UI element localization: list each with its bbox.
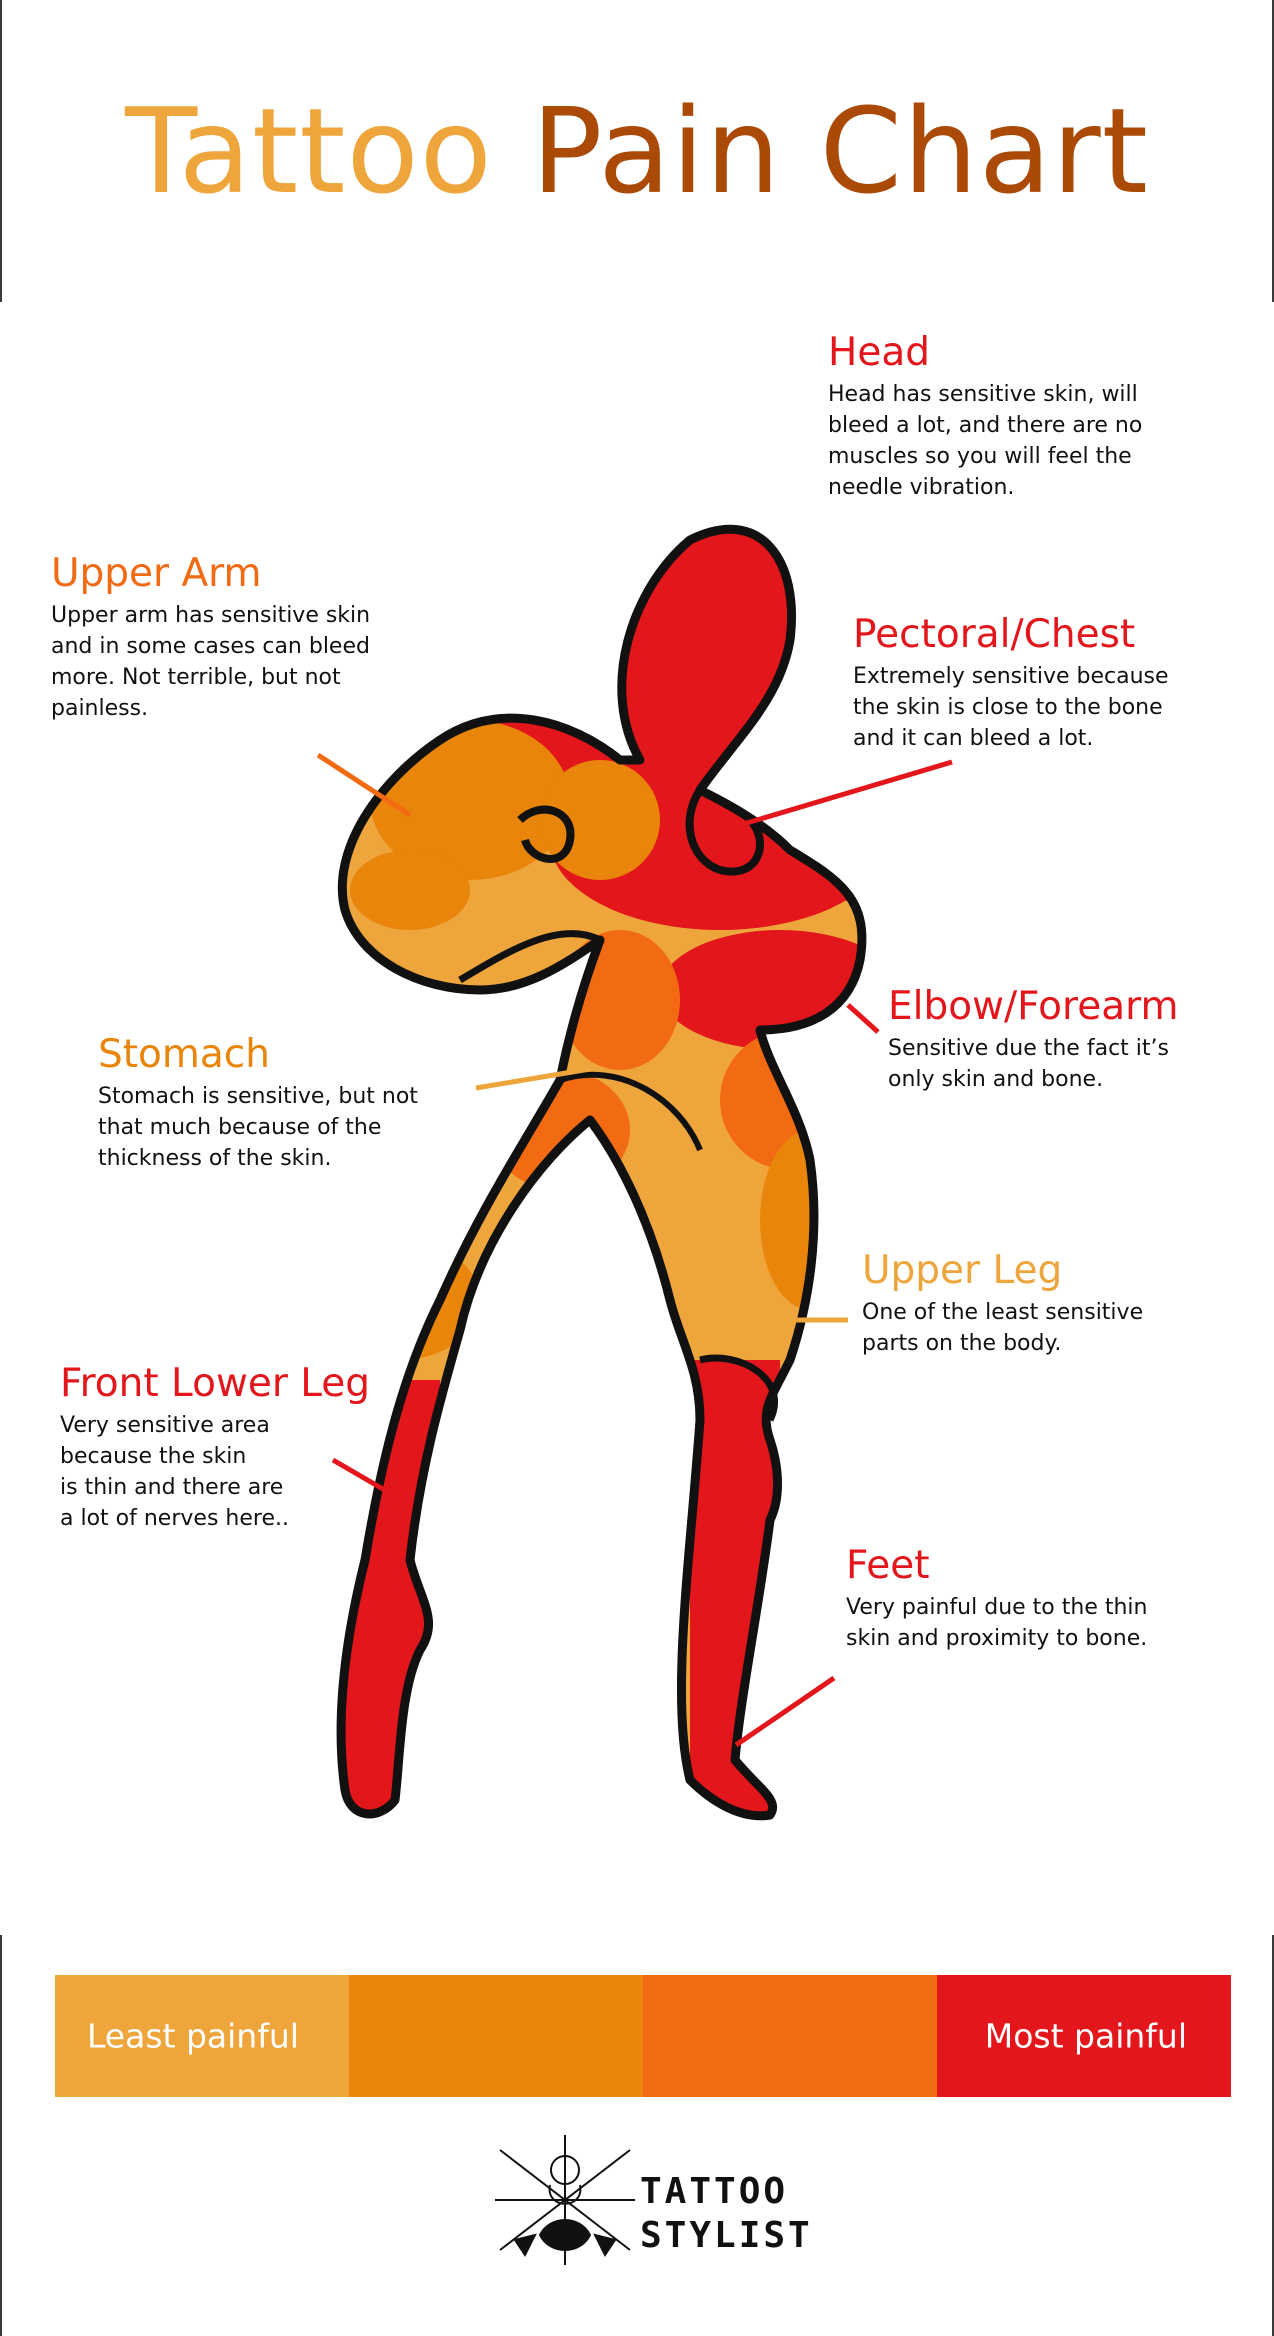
page-title: Tattoo Pain Chart bbox=[0, 92, 1274, 210]
pain-scale: Least painful Most painful bbox=[55, 1975, 1231, 2097]
callout-stomach: Stomach Stomach is sensitive, but not th… bbox=[98, 1032, 418, 1174]
callout-upper-leg-title: Upper Leg bbox=[862, 1248, 1063, 1293]
tattoo-stylist-logo: TATTOO STYLIST bbox=[490, 2130, 810, 2270]
callout-upper-arm-text: Upper arm has sensitive skin and in some… bbox=[51, 602, 371, 721]
callout-stomach-title: Stomach bbox=[98, 1032, 270, 1077]
scale-label-least: Least painful bbox=[87, 2016, 299, 2056]
scale-label-most: Most painful bbox=[984, 2016, 1187, 2056]
frame-line-top-right bbox=[1272, 0, 1274, 302]
callout-stomach-text: Stomach is sensitive, but not that much … bbox=[98, 1083, 418, 1171]
callout-head-text: Head has sensitive skin, will bleed a lo… bbox=[828, 381, 1143, 500]
callout-pectoral-chest-title: Pectoral/Chest bbox=[853, 612, 1136, 657]
callout-elbow-forearm-title: Elbow/Forearm bbox=[888, 984, 1179, 1029]
scale-segment-most: Most painful bbox=[937, 1975, 1231, 2097]
scale-segment-least: Least painful bbox=[55, 1975, 349, 2097]
callout-feet-title: Feet bbox=[846, 1543, 930, 1588]
logo-line-2: STYLIST bbox=[640, 2215, 813, 2256]
callout-upper-leg-text: One of the least sensitive parts on the … bbox=[862, 1299, 1144, 1356]
callout-pectoral-chest: Pectoral/Chest Extremely sensitive becau… bbox=[853, 612, 1169, 754]
logo-text: TATTOO STYLIST bbox=[640, 2170, 813, 2258]
callout-head-title: Head bbox=[828, 330, 930, 375]
callout-head: Head Head has sensitive skin, will bleed… bbox=[828, 330, 1143, 503]
callout-feet-text: Very painful due to the thin skin and pr… bbox=[846, 1594, 1148, 1651]
frame-line-bottom-right bbox=[1272, 1935, 1274, 2336]
title-word-tattoo: Tattoo bbox=[125, 82, 493, 220]
callout-upper-arm: Upper Arm Upper arm has sensitive skin a… bbox=[51, 551, 371, 724]
callout-front-lower-leg: Front Lower Leg Very sensitive area beca… bbox=[60, 1361, 371, 1534]
callout-elbow-forearm-text: Sensitive due the fact it’s only skin an… bbox=[888, 1035, 1169, 1092]
callout-elbow-forearm: Elbow/Forearm Sensitive due the fact it’… bbox=[888, 984, 1179, 1095]
scale-segment-low bbox=[349, 1975, 643, 2097]
callout-upper-arm-title: Upper Arm bbox=[51, 551, 262, 596]
callout-feet: Feet Very painful due to the thin skin a… bbox=[846, 1543, 1148, 1654]
frame-line-bottom-left bbox=[0, 1935, 2, 2336]
logo-emblem-icon bbox=[495, 2135, 635, 2265]
callout-upper-leg: Upper Leg One of the least sensitive par… bbox=[862, 1248, 1144, 1359]
logo-line-1: TATTOO bbox=[640, 2171, 789, 2212]
scale-segment-high bbox=[643, 1975, 937, 2097]
callout-pectoral-chest-text: Extremely sensitive because the skin is … bbox=[853, 663, 1169, 751]
callout-front-lower-leg-title: Front Lower Leg bbox=[60, 1361, 371, 1406]
title-word-pain-chart: Pain Chart bbox=[531, 82, 1149, 220]
frame-line-top-left bbox=[0, 0, 2, 302]
callout-front-lower-leg-text: Very sensitive area because the skin is … bbox=[60, 1412, 289, 1531]
